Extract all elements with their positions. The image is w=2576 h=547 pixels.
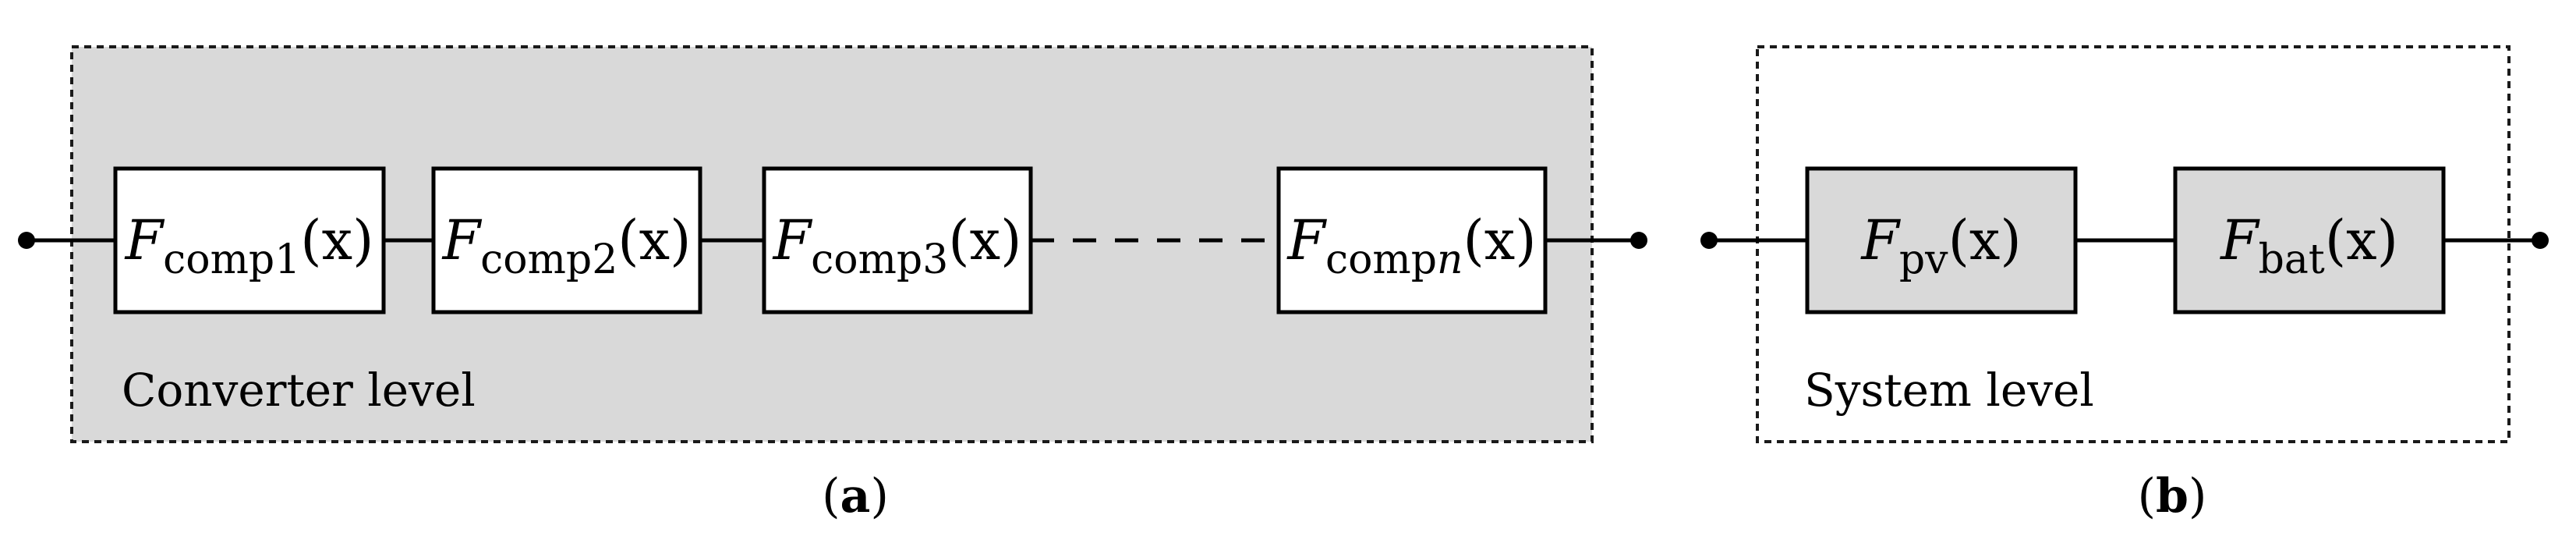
block-bat-label: Fbat(x) (2219, 208, 2398, 283)
block-comp1-box (113, 166, 386, 314)
block-pv-label: Fpv(x) (1859, 208, 2021, 283)
caption-a: (a) (822, 469, 889, 524)
block-comp1: Fcomp1(x) (113, 166, 386, 314)
input-terminal-b (1700, 232, 1718, 249)
converter-level-label: Converter level (122, 364, 476, 417)
output-terminal-b (2532, 232, 2549, 249)
block-comp2-label: Fcomp2(x) (441, 208, 692, 283)
block-comp3: Fcomp3(x) (762, 166, 1033, 314)
block-compn-label: Fcompn(x) (1286, 208, 1536, 283)
block-bat: Fbat(x) (2173, 166, 2446, 314)
block-bat-box (2173, 166, 2446, 314)
block-compn: Fcompn(x) (1276, 166, 1548, 314)
block-comp2: Fcomp2(x) (431, 166, 702, 314)
block-pv: Fpv(x) (1805, 166, 2078, 314)
block-comp2-box (431, 166, 702, 314)
block-comp3-label: Fcomp3(x) (772, 208, 1022, 283)
block-comp1-label: Fcomp1(x) (124, 208, 374, 283)
output-terminal-a (1630, 232, 1647, 249)
caption-b: (b) (2138, 469, 2207, 524)
block-comp3-box (762, 166, 1033, 314)
block-compn-box (1276, 166, 1548, 314)
panel-a: Fcomp1(x) Fcomp2(x) Fcomp3(x) Fcompn(x) … (18, 45, 1647, 524)
block-pv-box (1805, 166, 2078, 314)
panel-b: Fpv(x) Fbat(x) System level (b) (1700, 45, 2549, 524)
system-level-label: System level (1804, 364, 2094, 417)
input-terminal-a (18, 232, 35, 249)
